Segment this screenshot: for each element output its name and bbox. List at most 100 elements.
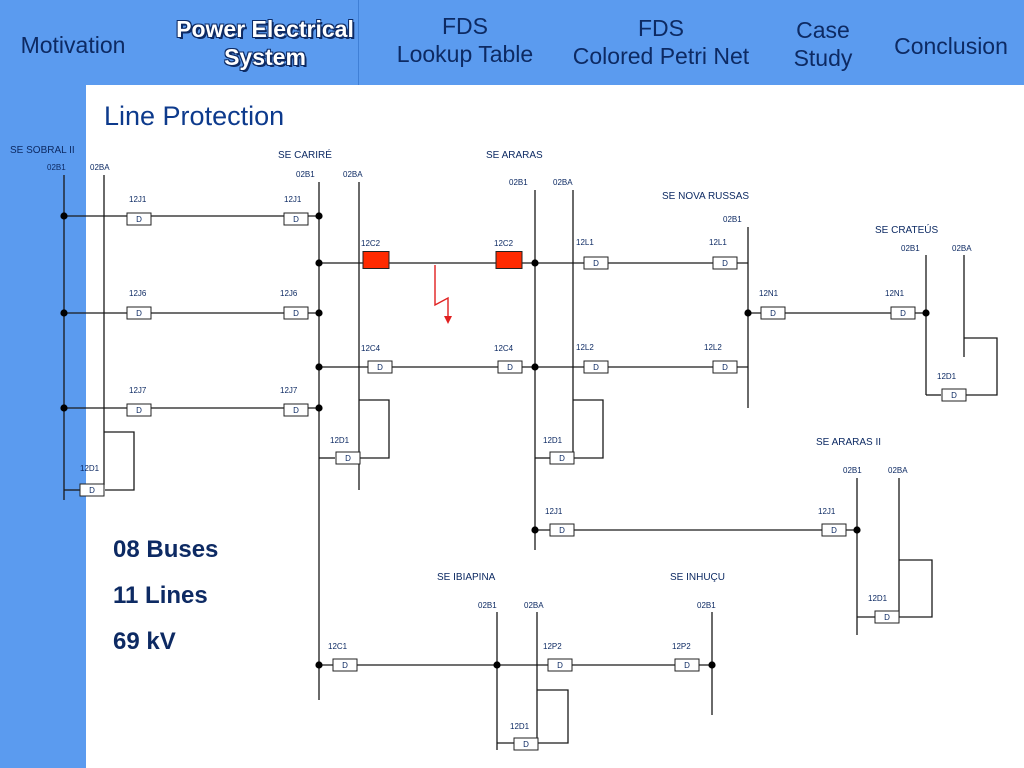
left-sidebar xyxy=(0,85,86,768)
breaker-symbol: D xyxy=(900,309,906,318)
breaker-box-frame xyxy=(583,256,609,270)
label: 12D1 xyxy=(868,594,888,603)
substation-label-crateus: SE CRATEÚS xyxy=(875,223,938,236)
breaker-box-frame xyxy=(283,306,309,320)
breaker-12l1-araras[interactable]: D xyxy=(583,256,609,270)
breaker-12d1-carire[interactable]: D xyxy=(335,451,361,465)
label: 12D1 xyxy=(543,436,563,445)
substation-label-araras-ii: SE ARARAS II xyxy=(816,437,881,448)
node-dot xyxy=(922,309,930,317)
breaker-12j6-sobral[interactable]: D xyxy=(126,306,152,320)
label: 12C2 xyxy=(494,239,514,248)
label: 12L1 xyxy=(576,238,594,247)
breaker-12n1-nova-russas[interactable]: D xyxy=(760,306,786,320)
breaker-12p2-ibiapina[interactable]: D xyxy=(547,658,573,672)
node-dot xyxy=(315,661,323,669)
label: 12L2 xyxy=(576,343,594,352)
breaker-12j7-carire[interactable]: D xyxy=(283,403,309,417)
breaker-box-frame xyxy=(712,256,738,270)
fault-arrow-icon xyxy=(434,265,449,318)
substation-label-sobral: SE SOBRAL II xyxy=(10,145,75,156)
bus-label: 02B1 xyxy=(509,178,528,187)
substation-label-inhucu: SE INHUÇU xyxy=(670,572,725,583)
breaker-12c4-araras[interactable]: D xyxy=(497,360,523,374)
breaker-12j1-sobral[interactable]: D xyxy=(126,212,152,226)
breaker-box-frame xyxy=(332,658,358,672)
breaker-box-frame xyxy=(712,360,738,374)
breaker-12j6-carire[interactable]: D xyxy=(283,306,309,320)
breaker-12c4-carire[interactable]: D xyxy=(367,360,393,374)
breaker-12j1-araras[interactable]: D xyxy=(549,523,575,537)
breaker-box-frame xyxy=(583,360,609,374)
node-dot xyxy=(531,259,539,267)
breaker-12j1-araras-ii[interactable]: D xyxy=(821,523,847,537)
label: 12D1 xyxy=(510,722,530,731)
nav-motivation[interactable]: Motivation xyxy=(20,32,126,58)
nav-conclusion[interactable]: Conclusion xyxy=(894,33,1008,59)
tie-wire xyxy=(359,399,390,459)
bus-label: 02BA xyxy=(553,178,573,187)
breaker-12d1-araras[interactable]: D xyxy=(549,451,575,465)
breaker-symbol: D xyxy=(507,363,513,372)
breaker-12l2-araras[interactable]: D xyxy=(583,360,609,374)
tie-wire xyxy=(573,399,604,459)
bus-label: 02B1 xyxy=(478,601,497,610)
label: 12J7 xyxy=(129,386,147,395)
breaker-12d1-araras-ii[interactable]: D xyxy=(874,610,900,624)
breaker-12p2-inhucu[interactable]: D xyxy=(674,658,700,672)
bus-label: 02BA xyxy=(952,244,972,253)
diagram-wiring xyxy=(63,175,998,750)
bus-label: 02BA xyxy=(524,601,544,610)
breaker-12j7-sobral[interactable]: D xyxy=(126,403,152,417)
breaker-12d1-ibiapina[interactable]: D xyxy=(513,737,539,751)
breaker-symbol: D xyxy=(293,406,299,415)
label: 12L2 xyxy=(704,343,722,352)
node-dot xyxy=(708,661,716,669)
node-dot xyxy=(60,212,68,220)
breaker-symbol: D xyxy=(89,486,95,495)
breaker-12c2-araras-tripped[interactable] xyxy=(495,251,523,269)
breaker-symbol: D xyxy=(293,309,299,318)
breaker-12c1-carire[interactable]: D xyxy=(332,658,358,672)
breaker-12d1-sobral[interactable]: D xyxy=(79,483,105,497)
fault-arrowhead-icon xyxy=(444,316,452,324)
tie-wire xyxy=(964,337,998,396)
breaker-symbol: D xyxy=(559,526,565,535)
bus-label: 02BA xyxy=(90,163,110,172)
breaker-12l1-nova-russas[interactable]: D xyxy=(712,256,738,270)
bus-label: 02B1 xyxy=(901,244,920,253)
breaker-symbol: D xyxy=(593,363,599,372)
breaker-12j1-carire[interactable]: D xyxy=(283,212,309,226)
node-dot xyxy=(315,309,323,317)
label: 12J6 xyxy=(129,289,147,298)
label: 12P2 xyxy=(543,642,562,651)
breaker-12c2-carire-tripped[interactable] xyxy=(362,251,390,269)
label: 12J1 xyxy=(545,507,563,516)
bus-label: 02B1 xyxy=(47,163,66,172)
breaker-12n1-crateus[interactable]: D xyxy=(890,306,916,320)
breaker-box-frame xyxy=(126,306,152,320)
diagram-nodes xyxy=(60,212,930,669)
label: 12C1 xyxy=(328,642,348,651)
breaker-12l2-nova-russas[interactable]: D xyxy=(712,360,738,374)
node-dot xyxy=(315,404,323,412)
breaker-symbol: D xyxy=(523,740,529,749)
breaker-symbol: D xyxy=(831,526,837,535)
breaker-symbol: D xyxy=(377,363,383,372)
breaker-symbol: D xyxy=(345,454,351,463)
breaker-12d1-crateus[interactable]: D xyxy=(941,388,967,402)
node-dot xyxy=(60,309,68,317)
label: 12J7 xyxy=(280,386,298,395)
breaker-box-frame xyxy=(79,483,105,497)
bus-label: 02BA xyxy=(343,170,363,179)
node-dot xyxy=(853,526,861,534)
breaker-symbol: D xyxy=(884,613,890,622)
breaker-box-frame xyxy=(890,306,916,320)
breaker-box-frame xyxy=(497,360,523,374)
